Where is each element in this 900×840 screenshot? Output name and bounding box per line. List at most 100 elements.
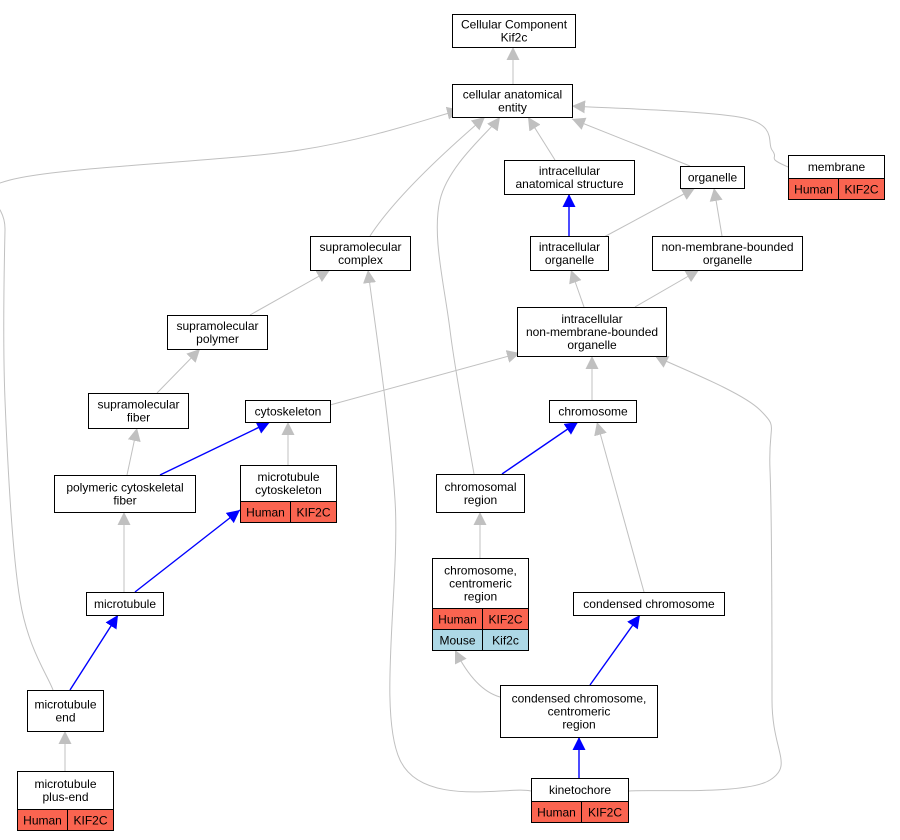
species-label: Mouse [439, 634, 475, 648]
node-label-line: supramolecular [319, 240, 401, 254]
edge-mtend-to-microtubule [69, 614, 119, 691]
edges-layer [0, 47, 789, 793]
species-label: Human [438, 613, 477, 627]
node-box [504, 160, 635, 195]
node-label-line: fiber [113, 494, 136, 508]
gene-label: KIF2C [73, 814, 107, 828]
node-label-line: polymeric cytoskeletal [66, 481, 183, 495]
edge-kinetochore-to-smc [363, 269, 532, 793]
node-label-line: organelle [567, 338, 617, 352]
edge-chromreg-to-cae [436, 116, 501, 475]
node-condchrom[interactable]: condensed chromosome [573, 592, 725, 616]
edge-cccr-to-condchrom [589, 614, 641, 686]
edge-nmbo-to-organelle [709, 187, 723, 237]
node-label-line: polymer [196, 332, 239, 346]
node-box [310, 236, 411, 271]
gene-label: KIF2C [844, 183, 878, 197]
node-label-line: intracellular [561, 312, 622, 326]
node-box [530, 236, 609, 271]
gene-label: KIF2C [588, 806, 622, 820]
node-label-line: chromosome, [444, 564, 517, 578]
node-label-line: supramolecular [97, 398, 179, 412]
node-chromosome[interactable]: chromosome [549, 400, 637, 423]
node-label-line: microtubule [34, 777, 96, 791]
node-label-line: organelle [688, 171, 738, 185]
node-label-line: microtubule [34, 698, 96, 712]
node-box [452, 84, 573, 118]
species-label: Human [537, 806, 576, 820]
node-organelle[interactable]: organelle [680, 166, 745, 189]
edge-organelle-to-cae [571, 117, 691, 167]
edge-ias-to-cae [527, 116, 556, 161]
node-inmbo[interactable]: intracellularnon-membrane-boundedorganel… [517, 307, 667, 357]
node-box [680, 166, 745, 189]
node-box [54, 475, 196, 513]
node-label-line: microtubule [94, 597, 156, 611]
gene-cell [482, 629, 529, 651]
node-label-line: region [464, 493, 497, 507]
node-label-line: non-membrane-bounded [661, 240, 793, 254]
edge-io-to-organelle [603, 187, 696, 238]
gene-label: KIF2C [488, 613, 522, 627]
node-label-line: centromeric [449, 577, 512, 591]
node-label-line: non-membrane-bounded [526, 325, 658, 339]
edge-chromreg-to-chromosome [501, 421, 579, 475]
node-label-line: complex [338, 253, 383, 267]
gene-cell [67, 809, 114, 831]
node-label-line: anatomical structure [515, 177, 623, 191]
node-label-line: fiber [127, 411, 150, 425]
node-label-line: cytoskeleton [255, 405, 322, 419]
edge-condchrom-to-chromosome [594, 421, 645, 593]
node-microtubule[interactable]: microtubule [86, 592, 164, 616]
node-label-line: microtubule [257, 470, 319, 484]
node-label-line: organelle [545, 253, 595, 267]
node-label-line: chromosome [558, 405, 628, 419]
node-label-line: supramolecular [176, 319, 258, 333]
edge-smp-to-smc [249, 269, 331, 316]
edge-cytoskeleton-to-inmbo [329, 350, 521, 406]
node-label-line: membrane [808, 160, 866, 174]
node-box [245, 400, 331, 423]
edge-mtend-to-cae [0, 106, 461, 691]
edge-cccr-to-ccr [454, 649, 501, 698]
node-box [27, 690, 104, 732]
gene-cell [290, 501, 337, 523]
edge-membrane-to-cae [571, 100, 789, 168]
node-box [88, 393, 189, 429]
node-label-line: condensed chromosome [583, 597, 715, 611]
node-cytoskeleton[interactable]: cytoskeleton [245, 400, 331, 423]
gene-label: KIF2C [296, 506, 330, 520]
node-label-line: cellular anatomical [463, 88, 562, 102]
node-label-line: Kif2c [501, 31, 528, 45]
node-box [573, 592, 725, 616]
node-label-line: centromeric [548, 705, 611, 719]
edge-inmbo-to-nmbo [634, 269, 700, 308]
node-box [452, 14, 576, 48]
species-label: Human [246, 506, 285, 520]
node-box [167, 315, 268, 350]
edge-pcf-to-smf [126, 427, 141, 476]
node-box [652, 236, 803, 271]
edge-inmbo-to-io [569, 269, 585, 308]
node-label-line: kinetochore [549, 783, 611, 797]
node-label-line: organelle [703, 253, 753, 267]
edge-kinetochore-to-inmbo [627, 355, 782, 792]
